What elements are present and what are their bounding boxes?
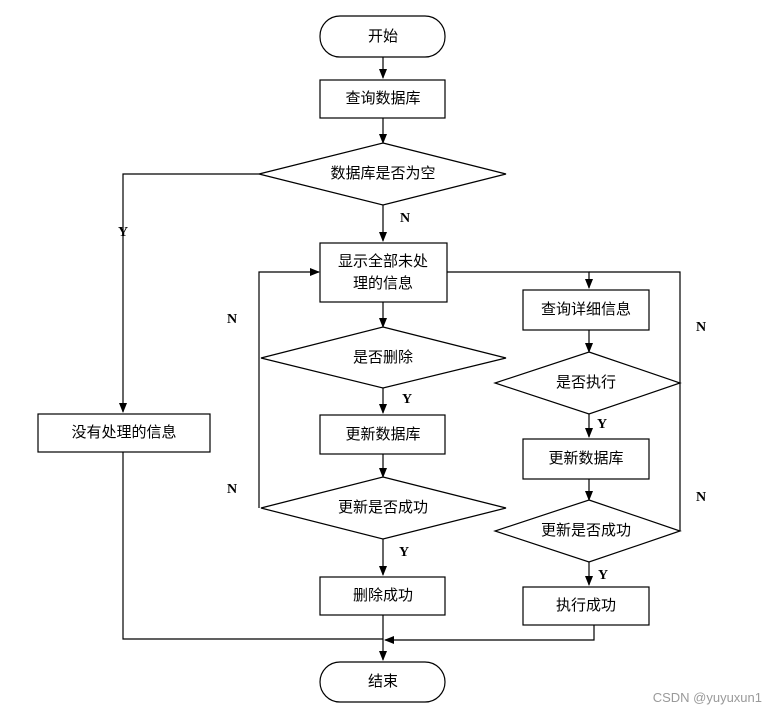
- update-success-left-label: 更新是否成功: [338, 498, 428, 516]
- show-unprocessed-box: [319, 242, 448, 303]
- update-success-left-decision: [260, 476, 507, 540]
- show-unprocessed-label-line2: 理的信息: [353, 274, 413, 292]
- db-empty-label: 数据库是否为空: [330, 164, 435, 182]
- flag-n-update-left: N: [227, 482, 237, 497]
- start-label: 开始: [368, 27, 398, 45]
- flag-y-execute: Y: [597, 417, 607, 432]
- connector-left-n-loop: [258, 268, 320, 508]
- db-empty-decision: [258, 142, 507, 206]
- show-unprocessed-label-line1: 显示全部未处: [338, 252, 428, 270]
- update-success-right-label: 更新是否成功: [541, 521, 631, 539]
- delete-decision-label: 是否删除: [353, 348, 413, 366]
- query-detail-box: [522, 289, 650, 331]
- no-unprocessed-box: [37, 413, 211, 453]
- end-label: 结束: [368, 672, 398, 690]
- flag-y-delete: Y: [402, 392, 412, 407]
- connector-show-to-detail: [447, 271, 593, 289]
- execute-decision: [493, 351, 682, 415]
- execute-success-label: 执行成功: [556, 596, 616, 614]
- execute-success-box: [522, 586, 650, 626]
- flag-n-delete: N: [227, 312, 237, 327]
- query-db-box: [319, 79, 446, 119]
- start-terminator: [319, 15, 446, 58]
- flag-y-update-left: Y: [399, 545, 409, 560]
- flag-y-update-right: Y: [598, 568, 608, 583]
- delete-success-box: [319, 576, 446, 616]
- update-db-right-label: 更新数据库: [548, 449, 623, 467]
- update-db-left-label: 更新数据库: [345, 425, 420, 443]
- connector-none-to-end: [122, 452, 383, 640]
- delete-success-label: 删除成功: [353, 586, 413, 604]
- flag-n-execute: N: [696, 320, 706, 335]
- update-success-right-decision: [493, 499, 682, 563]
- no-unprocessed-label: 没有处理的信息: [71, 423, 176, 441]
- connector-empty-y-to-none: [119, 173, 259, 413]
- flag-n-update-right: N: [696, 490, 706, 505]
- update-db-left-box: [319, 414, 446, 455]
- execute-decision-label: 是否执行: [556, 373, 616, 391]
- flag-n-db-empty: N: [400, 211, 410, 226]
- update-db-right-box: [522, 438, 650, 480]
- flag-y-db-empty: Y: [118, 225, 128, 240]
- end-terminator: [319, 661, 446, 703]
- watermark-text: CSDN @yuyuxun1: [653, 690, 762, 705]
- query-db-label: 查询数据库: [345, 89, 420, 107]
- delete-decision: [260, 326, 507, 389]
- query-detail-label: 查询详细信息: [541, 300, 631, 318]
- connector-executed-to-end: [384, 625, 595, 644]
- connector-right-n-loop: [589, 271, 681, 531]
